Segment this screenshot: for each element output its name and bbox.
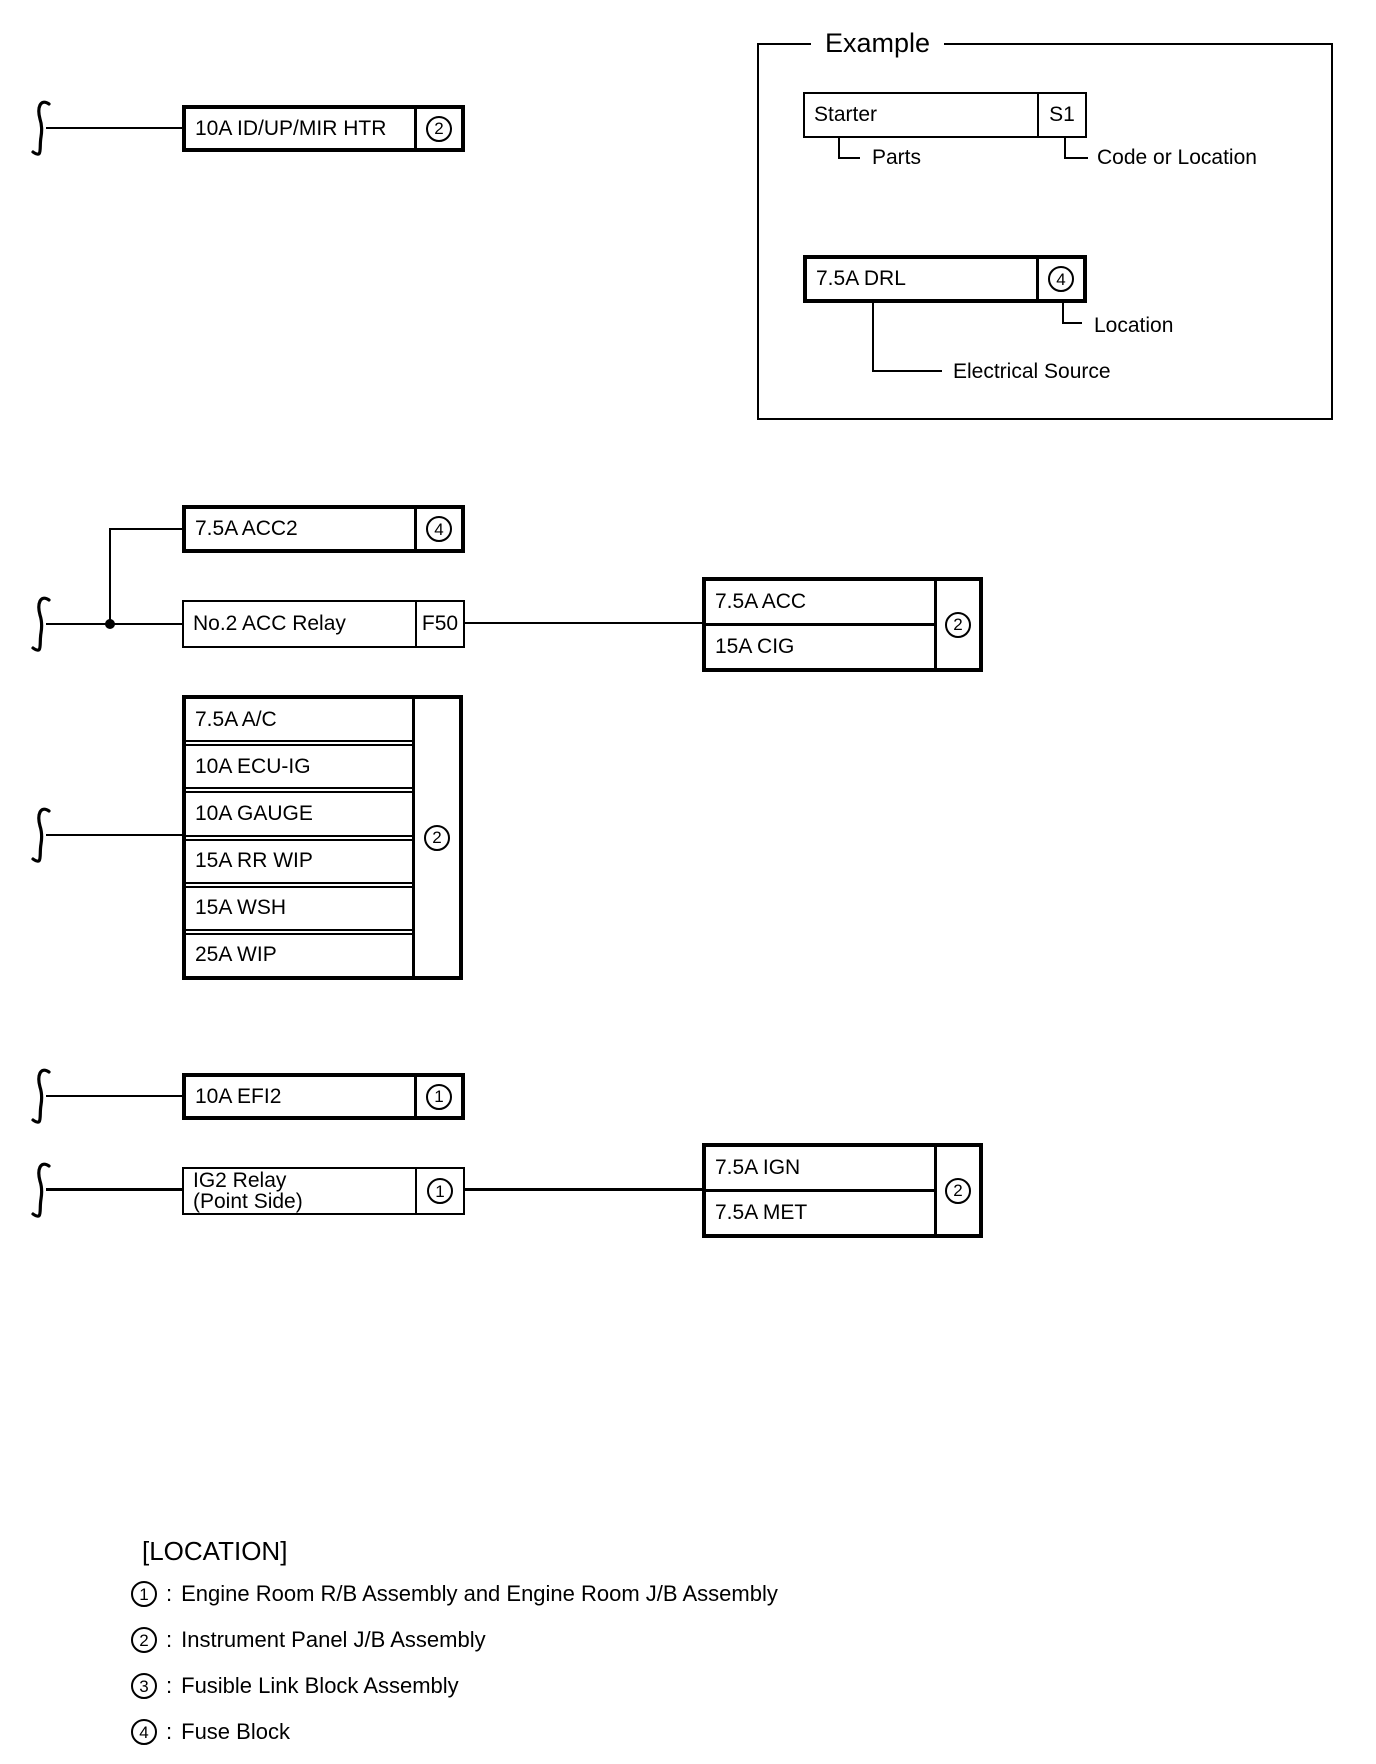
fuse-label: 25A WIP: [186, 928, 412, 976]
fuse-label: 7.5A DRL: [807, 259, 1039, 299]
location-cell: 2: [934, 581, 979, 668]
legend-separator: :: [166, 1627, 173, 1652]
location-cell: 2: [417, 109, 461, 148]
callout-line: [1062, 322, 1082, 324]
legend-separator: :: [166, 1673, 173, 1698]
wire-segment: [46, 834, 182, 836]
location-badge: 4: [131, 1719, 157, 1745]
location-cell: 2: [934, 1147, 979, 1234]
legend-title: [LOCATION]: [142, 1536, 288, 1566]
fuse-box-efi2: 10A EFI2 1: [182, 1073, 465, 1120]
wire-segment: [46, 1095, 182, 1097]
parts-label: Starter: [805, 94, 1039, 136]
fuse-group-ig-stack: 7.5A A/C 10A ECU-IG 10A GAUGE 15A RR WIP…: [182, 695, 463, 980]
fuse-label: 15A WSH: [186, 881, 412, 929]
callout-line: [838, 157, 860, 159]
relay-box-no2-acc: No.2 ACC Relay F50: [182, 600, 465, 648]
callout-line: [872, 303, 874, 372]
fuse-box-id-up-mir-htr: 10A ID/UP/MIR HTR 2: [182, 105, 465, 152]
electrical-source-callout: Electrical Source: [953, 360, 1111, 383]
wire-segment: [109, 528, 111, 625]
wire-break-icon: [31, 1068, 51, 1124]
legend-item-text: Engine Room R/B Assembly and Engine Room…: [181, 1581, 778, 1606]
fuse-label: 15A RR WIP: [186, 834, 412, 882]
example-legend-box: Example: [757, 28, 1333, 420]
location-badge: 2: [945, 1177, 971, 1204]
fuse-label: 10A ECU-IG: [186, 740, 412, 787]
location-badge: 1: [426, 1083, 452, 1110]
wire-segment: [465, 1188, 702, 1191]
callout-line: [1064, 138, 1066, 159]
fuse-label: 10A EFI2: [186, 1077, 417, 1116]
location-cell: 2: [412, 699, 459, 976]
callout-line: [1062, 303, 1064, 324]
example-title: Example: [811, 28, 945, 59]
wire-segment: [465, 622, 702, 624]
fuse-label: 7.5A ACC2: [186, 509, 417, 549]
fuse-rows: 7.5A IGN 7.5A MET: [706, 1147, 934, 1234]
fuse-label: 10A ID/UP/MIR HTR: [186, 109, 417, 148]
location-badge: 2: [426, 115, 452, 142]
location-badge: 2: [131, 1627, 157, 1653]
fuse-box-acc2: 7.5A ACC2 4: [182, 505, 465, 553]
wire-segment: [46, 1188, 182, 1191]
location-cell: 4: [417, 509, 461, 549]
callout-line: [838, 138, 840, 159]
legend-item-text: Fuse Block: [181, 1719, 290, 1744]
relay-label: No.2 ACC Relay: [184, 602, 417, 646]
fuse-group-ign-met: 7.5A IGN 7.5A MET 2: [702, 1143, 983, 1238]
location-badge: 2: [945, 611, 971, 638]
callout-line: [872, 370, 942, 372]
relay-label: IG2 Relay (Point Side): [184, 1169, 417, 1213]
legend-item: 1 : Engine Room R/B Assembly and Engine …: [131, 1580, 778, 1608]
fuse-group-acc-cig: 7.5A ACC 15A CIG 2: [702, 577, 983, 672]
location-cell: 1: [417, 1169, 463, 1213]
location-badge: 1: [131, 1581, 157, 1607]
parts-callout: Parts: [872, 146, 922, 169]
fuse-label: 15A CIG: [706, 623, 934, 668]
location-cell: 4: [1039, 259, 1083, 299]
relay-label-line1: IG2 Relay: [193, 1169, 287, 1192]
wire-break-icon: [31, 100, 51, 156]
wire-break-icon: [31, 1162, 51, 1218]
fuse-label: 10A GAUGE: [186, 787, 412, 834]
example-starter-box: Starter S1: [803, 92, 1087, 138]
fuse-rows: 7.5A ACC 15A CIG: [706, 581, 934, 668]
fuse-label: 7.5A A/C: [195, 707, 277, 731]
location-cell: 1: [417, 1077, 461, 1116]
wire-break-icon: [31, 807, 51, 863]
code-cell: F50: [421, 612, 459, 635]
wire-break-icon: [31, 596, 51, 652]
legend-item: 4 : Fuse Block: [131, 1718, 290, 1746]
wire-segment: [109, 528, 182, 530]
legend-item: 2 : Instrument Panel J/B Assembly: [131, 1626, 486, 1654]
example-drl-box: 7.5A DRL 4: [803, 255, 1087, 303]
fuse-label: 7.5A MET: [706, 1189, 934, 1234]
legend-item-text: Instrument Panel J/B Assembly: [181, 1627, 486, 1652]
legend-item: 3 : Fusible Link Block Assembly: [131, 1672, 459, 1700]
legend-separator: :: [166, 1581, 173, 1606]
location-badge: 4: [1048, 266, 1074, 292]
location-badge: 3: [131, 1673, 157, 1699]
junction-dot: [105, 619, 115, 629]
location-badge: 1: [427, 1178, 453, 1204]
location-badge: 4: [426, 516, 452, 542]
fuse-rows: 7.5A A/C 10A ECU-IG 10A GAUGE 15A RR WIP…: [186, 699, 412, 976]
relay-label-line2: (Point Side): [193, 1190, 303, 1213]
legend-item-text: Fusible Link Block Assembly: [181, 1673, 459, 1698]
relay-box-ig2: IG2 Relay (Point Side) 1: [182, 1167, 465, 1215]
location-badge: 2: [424, 824, 450, 851]
callout-line: [1064, 157, 1088, 159]
fuse-label: 7.5A IGN: [715, 1156, 801, 1179]
code-cell: S1: [1049, 103, 1075, 126]
location-callout: Location: [1094, 314, 1174, 337]
fuse-label: 7.5A ACC: [715, 590, 807, 613]
wire-segment: [46, 127, 182, 129]
code-or-location-callout: Code or Location: [1097, 146, 1257, 169]
legend-separator: :: [166, 1719, 173, 1744]
